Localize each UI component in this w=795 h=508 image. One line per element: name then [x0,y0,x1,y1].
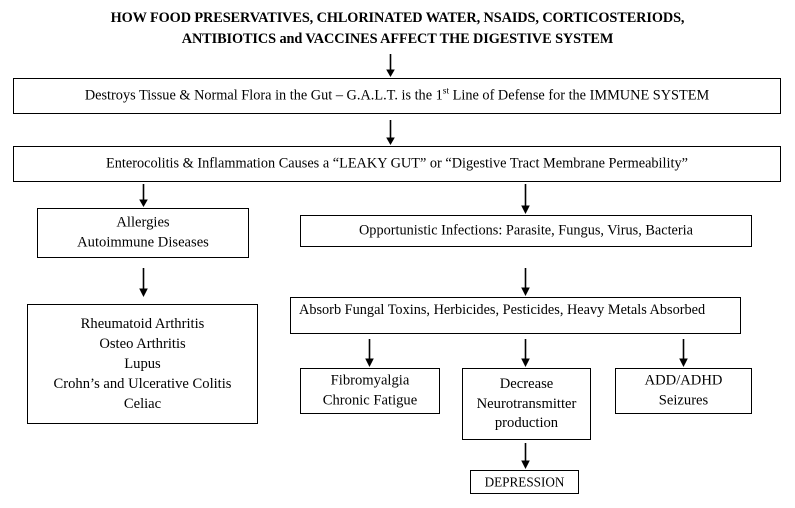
node-destroys-tissue-label: Destroys Tissue & Normal Flora in the Gu… [14,86,780,106]
node-opportunistic-infections-label: Opportunistic Infections: Parasite, Fung… [358,222,693,239]
arrow-title-to-destroys [384,54,397,78]
node-absorb-toxins-label: Absorb Fungal Toxins, Herbicides, Pestic… [299,302,706,318]
node-autoimmune-conditions-label: Rheumatoid Arthritis Osteo Arthritis Lup… [53,316,232,412]
arrow-neurotransmitter-to-depression [519,443,532,470]
node-destroys-tissue[interactable]: Destroys Tissue & Normal Flora in the Gu… [13,78,781,114]
arrow-absorb-to-neurotransmitter [519,339,532,368]
node-fibromyalgia-label: Fibromyalgia Chronic Fatigue [322,372,418,409]
node-decrease-neurotransmitter[interactable]: Decrease Neurotransmitter production [462,368,591,440]
node-add-adhd-label: ADD/ADHD Seizures [644,372,723,409]
node-fibromyalgia[interactable]: Fibromyalgia Chronic Fatigue [300,368,440,414]
node-autoimmune-conditions[interactable]: Rheumatoid Arthritis Osteo Arthritis Lup… [27,304,258,424]
node-destroys-tissue-text-before: Destroys Tissue & Normal Flora in the Gu… [84,87,443,104]
arrow-enterocolitis-to-allergies [137,184,150,208]
page-title-line-2: ANTIBIOTICS and VACCINES AFFECT THE DIGE… [181,31,614,47]
page-title-line-1: HOW FOOD PRESERVATIVES, CHLORINATED WATE… [110,10,685,26]
node-destroys-tissue-text-after: Line of Defense for the IMMUNE SYSTEM [449,87,710,104]
node-enterocolitis-label: Enterocolitis & Inflammation Causes a “L… [106,155,688,172]
node-allergies-label: Allergies Autoimmune Diseases [77,214,209,251]
page-title: HOW FOOD PRESERVATIVES, CHLORINATED WATE… [0,8,795,50]
node-enterocolitis[interactable]: Enterocolitis & Inflammation Causes a “L… [13,146,781,182]
arrow-allergies-to-rheumatoid [137,268,150,298]
node-depression[interactable]: DEPRESSION [470,470,579,494]
arrow-absorb-to-addadhd [677,339,690,368]
arrow-destroys-to-enterocolitis [384,120,397,146]
node-depression-label: DEPRESSION [484,474,565,490]
node-allergies[interactable]: Allergies Autoimmune Diseases [37,208,249,258]
arrow-absorb-to-fibromyalgia [363,339,376,368]
node-absorb-toxins[interactable]: Absorb Fungal Toxins, Herbicides, Pestic… [290,297,741,334]
node-decrease-neurotransmitter-label: Decrease Neurotransmitter production [476,375,577,431]
arrow-enterocolitis-to-opportunistic [519,184,532,215]
ordinal-suffix: st [442,86,450,97]
node-opportunistic-infections[interactable]: Opportunistic Infections: Parasite, Fung… [300,215,752,247]
arrow-opportunistic-to-absorb [519,268,532,297]
node-add-adhd[interactable]: ADD/ADHD Seizures [615,368,752,414]
